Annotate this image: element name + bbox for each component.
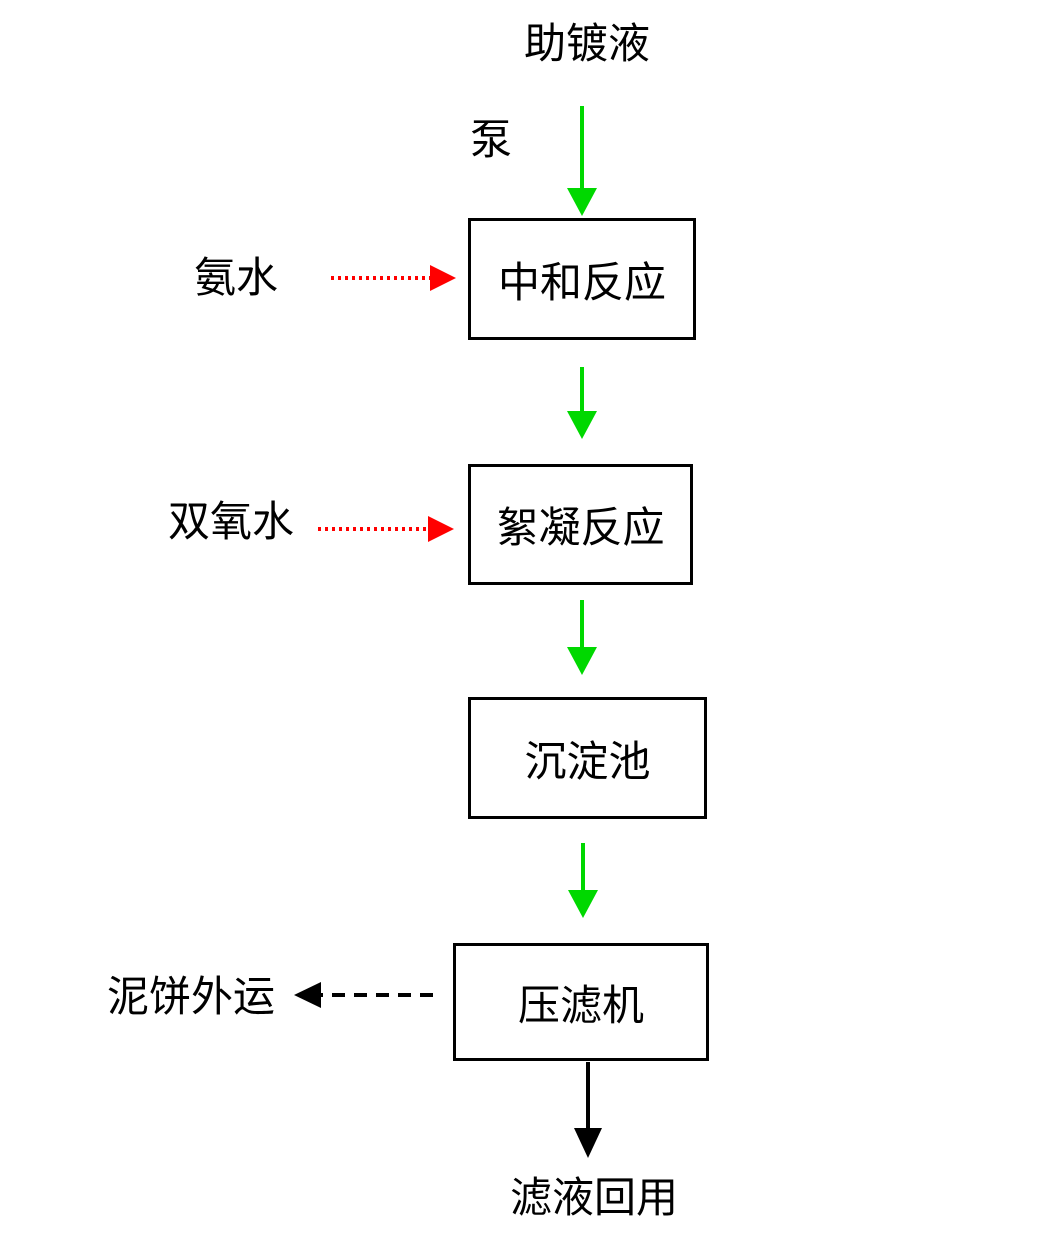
arrowhead-right-icon <box>430 265 456 291</box>
dosing-arrow-peroxide <box>318 516 454 542</box>
arrowhead-left-icon <box>294 982 321 1008</box>
arrowhead-down-icon <box>568 890 598 918</box>
arrowhead-down-icon <box>567 411 597 439</box>
process-box-neutralization: 中和反应 <box>468 218 696 340</box>
process-box-label: 沉淀池 <box>524 739 651 786</box>
arrowhead-right-icon <box>428 516 454 542</box>
process-box-label: 中和反应 <box>497 260 666 307</box>
flow-arrow-flocculation-to-sedimentation <box>567 600 597 675</box>
flow-arrow-neutralization-to-flocculation <box>567 367 597 439</box>
arrowhead-down-icon <box>567 188 597 216</box>
pump-label: 泵 <box>470 118 513 164</box>
process-box-label: 絮凝反应 <box>496 506 665 552</box>
process-box-flocculation: 絮凝反应 <box>468 464 693 585</box>
flow-arrow-sedimentation-to-filterpress <box>568 843 598 918</box>
flow-arrow-source-to-neutralization <box>567 106 597 216</box>
sludge-output-arrow <box>294 982 433 1008</box>
peroxide-input-label: 双氧水 <box>168 500 295 546</box>
filtrate-output-label: 滤液回用 <box>510 1176 679 1222</box>
sludge-output-label: 泥饼外运 <box>107 975 276 1021</box>
process-box-sedimentation: 沉淀池 <box>468 697 707 819</box>
dosing-arrow-ammonia <box>331 265 456 291</box>
process-box-filterpress: 压滤机 <box>453 943 709 1061</box>
arrowhead-down-icon <box>567 647 597 675</box>
arrowhead-down-icon <box>574 1128 602 1158</box>
process-box-label: 压滤机 <box>517 983 644 1030</box>
ammonia-input-label: 氨水 <box>194 256 279 302</box>
source-label: 助镀液 <box>524 22 651 68</box>
filtrate-output-arrow <box>574 1062 602 1158</box>
